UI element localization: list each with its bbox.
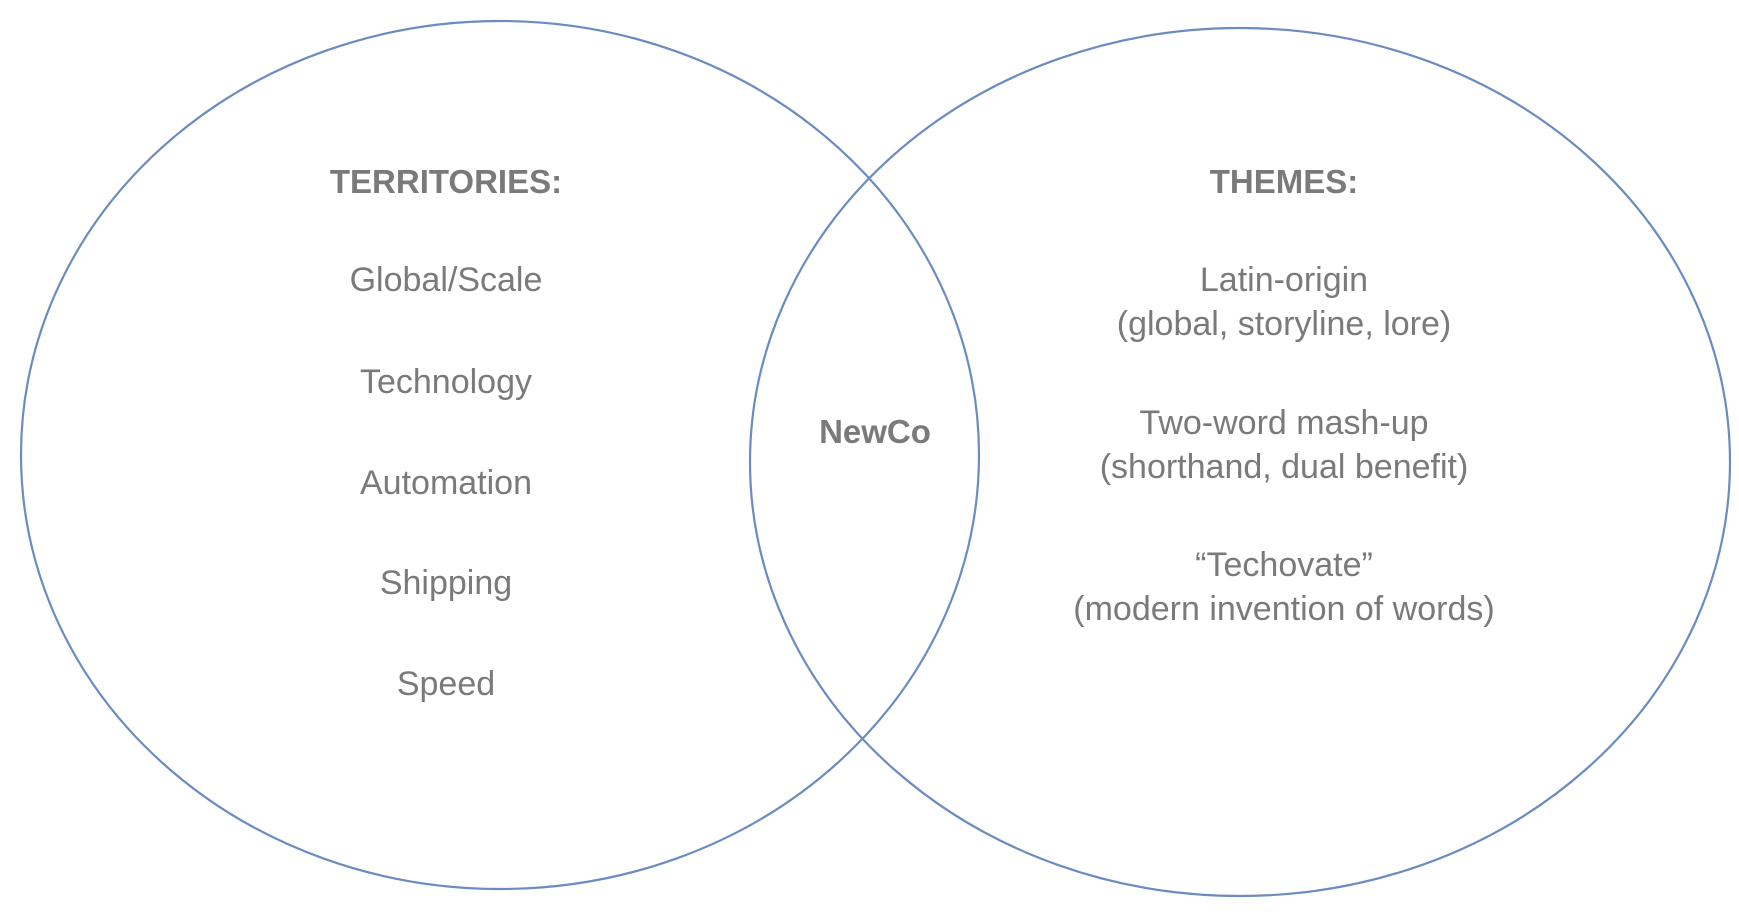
territory-item: Shipping: [379, 564, 513, 602]
themes-heading: THEMES:: [1209, 163, 1359, 200]
theme-item-description: (modern invention of words): [1073, 590, 1495, 628]
theme-item-title: “Techovate”: [1195, 546, 1373, 584]
territory-item: Global/Scale: [349, 261, 543, 299]
theme-item: Two-word mash-up (shorthand, dual benefi…: [1100, 401, 1469, 489]
territory-item: Speed: [396, 665, 496, 703]
left-set-circle: [19, 19, 981, 891]
theme-item-title: Latin-origin: [1199, 261, 1369, 299]
theme-item: “Techovate” (modern invention of words): [1073, 543, 1494, 631]
theme-item-title: Two-word mash-up: [1139, 404, 1429, 442]
territory-item: Technology: [359, 363, 533, 401]
territories-heading: TERRITORIES:: [329, 163, 563, 200]
intersection-label: NewCo: [819, 413, 931, 450]
theme-item-description: (shorthand, dual benefit): [1099, 448, 1469, 486]
theme-item: Latin-origin (global, storyline, lore): [1117, 258, 1451, 346]
right-set-circle: [748, 26, 1732, 898]
theme-item-description: (global, storyline, lore): [1116, 305, 1452, 343]
territory-item: Automation: [360, 464, 532, 502]
